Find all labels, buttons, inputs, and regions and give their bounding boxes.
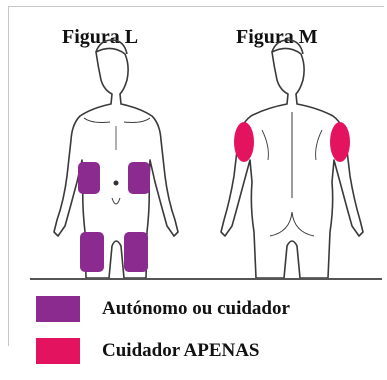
figure-frame — [8, 6, 384, 346]
legend-item-self-or-caregiver: Autónomo ou cuidador — [36, 296, 290, 322]
legend-swatch-purple — [36, 296, 80, 322]
back-body-figure — [220, 39, 364, 279]
legend-label: Cuidador APENAS — [102, 340, 260, 361]
front-body-figure — [53, 39, 179, 279]
self-or-caregiver-sites-front — [78, 162, 150, 272]
legend-item-caregiver-only: Cuidador APENAS — [36, 338, 260, 364]
legend-label: Autónomo ou cuidador — [102, 298, 290, 319]
abdomen-left-site — [78, 162, 100, 194]
upper-arm-left-site — [234, 122, 254, 162]
abdomen-right-site — [128, 162, 150, 194]
thigh-right-site — [124, 232, 148, 272]
upper-arm-right-site — [330, 122, 350, 162]
ground-line — [30, 278, 382, 280]
legend-swatch-pink — [36, 338, 80, 364]
caregiver-only-sites-back — [234, 122, 350, 162]
navel-mark — [113, 180, 119, 186]
thigh-left-site — [80, 232, 104, 272]
